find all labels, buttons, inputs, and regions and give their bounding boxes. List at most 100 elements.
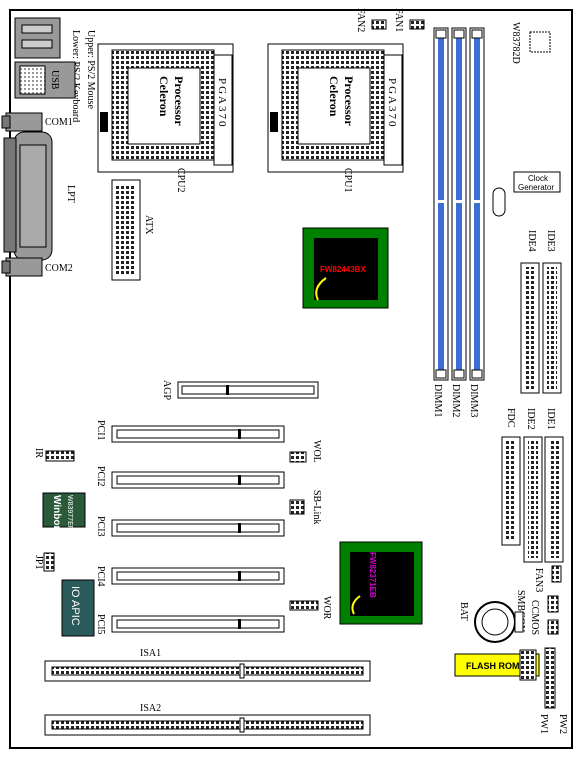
pw-header [544,647,556,709]
cpu1-socket-label: PGA370 [386,78,398,129]
ccmos-label: CCMOS [529,600,540,635]
hw-monitor-chip [529,31,551,53]
fan3-label: FAN3 [533,568,544,592]
ide2-label: IDE2 [525,408,536,430]
pci4-label: PCI4 [95,566,106,587]
isa1-slot [44,660,371,682]
jp1-header [43,552,55,572]
pci1-label: PCI1 [95,420,106,441]
usb-connector [14,61,76,99]
smbcon-header [547,595,559,613]
dimm-slot-2 [451,27,467,381]
dimm3-label: DIMM3 [468,384,479,417]
southbridge-chip [339,541,423,625]
wol-header [289,451,307,463]
pci-slot-4 [111,567,285,585]
jp1-label: JP1 [33,555,44,569]
pci-slot-5 [111,615,285,633]
pw1-label: PW1 [538,714,549,734]
cpu1-chip-line2: Processor [342,76,356,126]
cpu1-chip-line1: Celeron [327,76,341,117]
pci-slot-2 [111,471,285,489]
wol-label: WOL [311,440,322,463]
northbridge-label: FW82443BX [320,265,366,274]
ide1-label: IDE1 [545,408,556,430]
cpu1-label: CPU1 [342,168,353,192]
cpu2-label: CPU2 [175,168,186,192]
lpt-label: LPT [65,185,76,203]
ide4-label: IDE4 [526,230,537,252]
pci3-label: PCI3 [95,516,106,537]
ps2-connectors [14,17,61,59]
ide1-connector [544,436,564,563]
clock-generator-line1: Clock [528,174,549,183]
dimm-slot-3 [469,27,485,381]
fan1-header [409,19,425,30]
hw-monitor-label: W83782D [510,22,521,64]
fdc-connector [501,436,521,546]
dimm-slot-1 [433,27,449,381]
ccmos-header [547,619,559,635]
battery [474,601,524,643]
pw2-label: PW2 [557,714,568,734]
ide4-connector [520,262,540,394]
pci5-label: PCI5 [95,614,106,635]
pci-slots [111,425,285,633]
com2-label: COM2 [45,263,73,274]
com1-label: COM1 [45,117,73,128]
usb-label: USB [49,70,60,90]
flash-rom-socket [519,649,537,681]
cpu2-chip-line2: Processor [172,76,186,126]
ir-header [45,450,75,462]
dimm-slots [433,27,485,381]
superio-chip [42,492,86,528]
flash-rom-label: FLASH ROM [466,661,520,671]
fan2-label: FAN2 [355,8,366,32]
ir-label: IR [33,448,44,458]
superio-line2: W83977EF [66,495,73,530]
cpu1-socket [267,43,404,173]
fdc-label: FDC [505,408,516,428]
northbridge-chip [302,227,389,309]
pci-slot-1 [111,425,285,443]
atx-label: ATX [143,215,154,235]
clock-generator-chip [513,171,561,193]
sblink-header [289,499,305,515]
wor-header [289,600,319,611]
ps2-mouse-label: Upper: PS/2 Mouse [85,30,96,109]
cpu2-socket [97,43,234,173]
ioapic-chip [61,579,95,637]
fan3-header [551,565,562,583]
smbcon-label: SMBCON [515,590,526,632]
agp-label: AGP [161,380,172,400]
sblink-label: SB-Link [311,490,322,524]
wor-label: WOR [321,596,332,620]
superio-line1: Winbond [51,495,62,538]
lpt-connector [3,131,53,261]
pci2-label: PCI2 [95,466,106,487]
ide3-connector [542,262,562,394]
com2-connector [1,257,43,277]
fan2-header [371,19,387,30]
atx-power-connector [111,179,141,281]
isa2-slot [44,714,371,736]
fan1-label: FAN1 [393,8,404,32]
com1-connector [1,112,43,132]
ide2-connector [523,436,543,563]
ioapic-label: IO APIC [69,586,81,626]
dimm1-label: DIMM1 [432,384,443,417]
agp-slot [177,381,319,399]
clock-generator-line2: Generator [518,183,554,192]
dimm2-label: DIMM2 [450,384,461,417]
isa1-label: ISA1 [140,648,161,659]
ide3-label: IDE3 [545,230,556,252]
southbridge-label: FW82371EB [368,552,377,598]
isa2-label: ISA2 [140,703,161,714]
cpu2-chip-line1: Celeron [157,76,171,117]
crystal [492,187,506,217]
bat-label: BAT [458,602,469,621]
flash-rom-chip [454,653,540,677]
cpu2-socket-label: PGA370 [216,78,228,129]
pci-slot-3 [111,519,285,537]
